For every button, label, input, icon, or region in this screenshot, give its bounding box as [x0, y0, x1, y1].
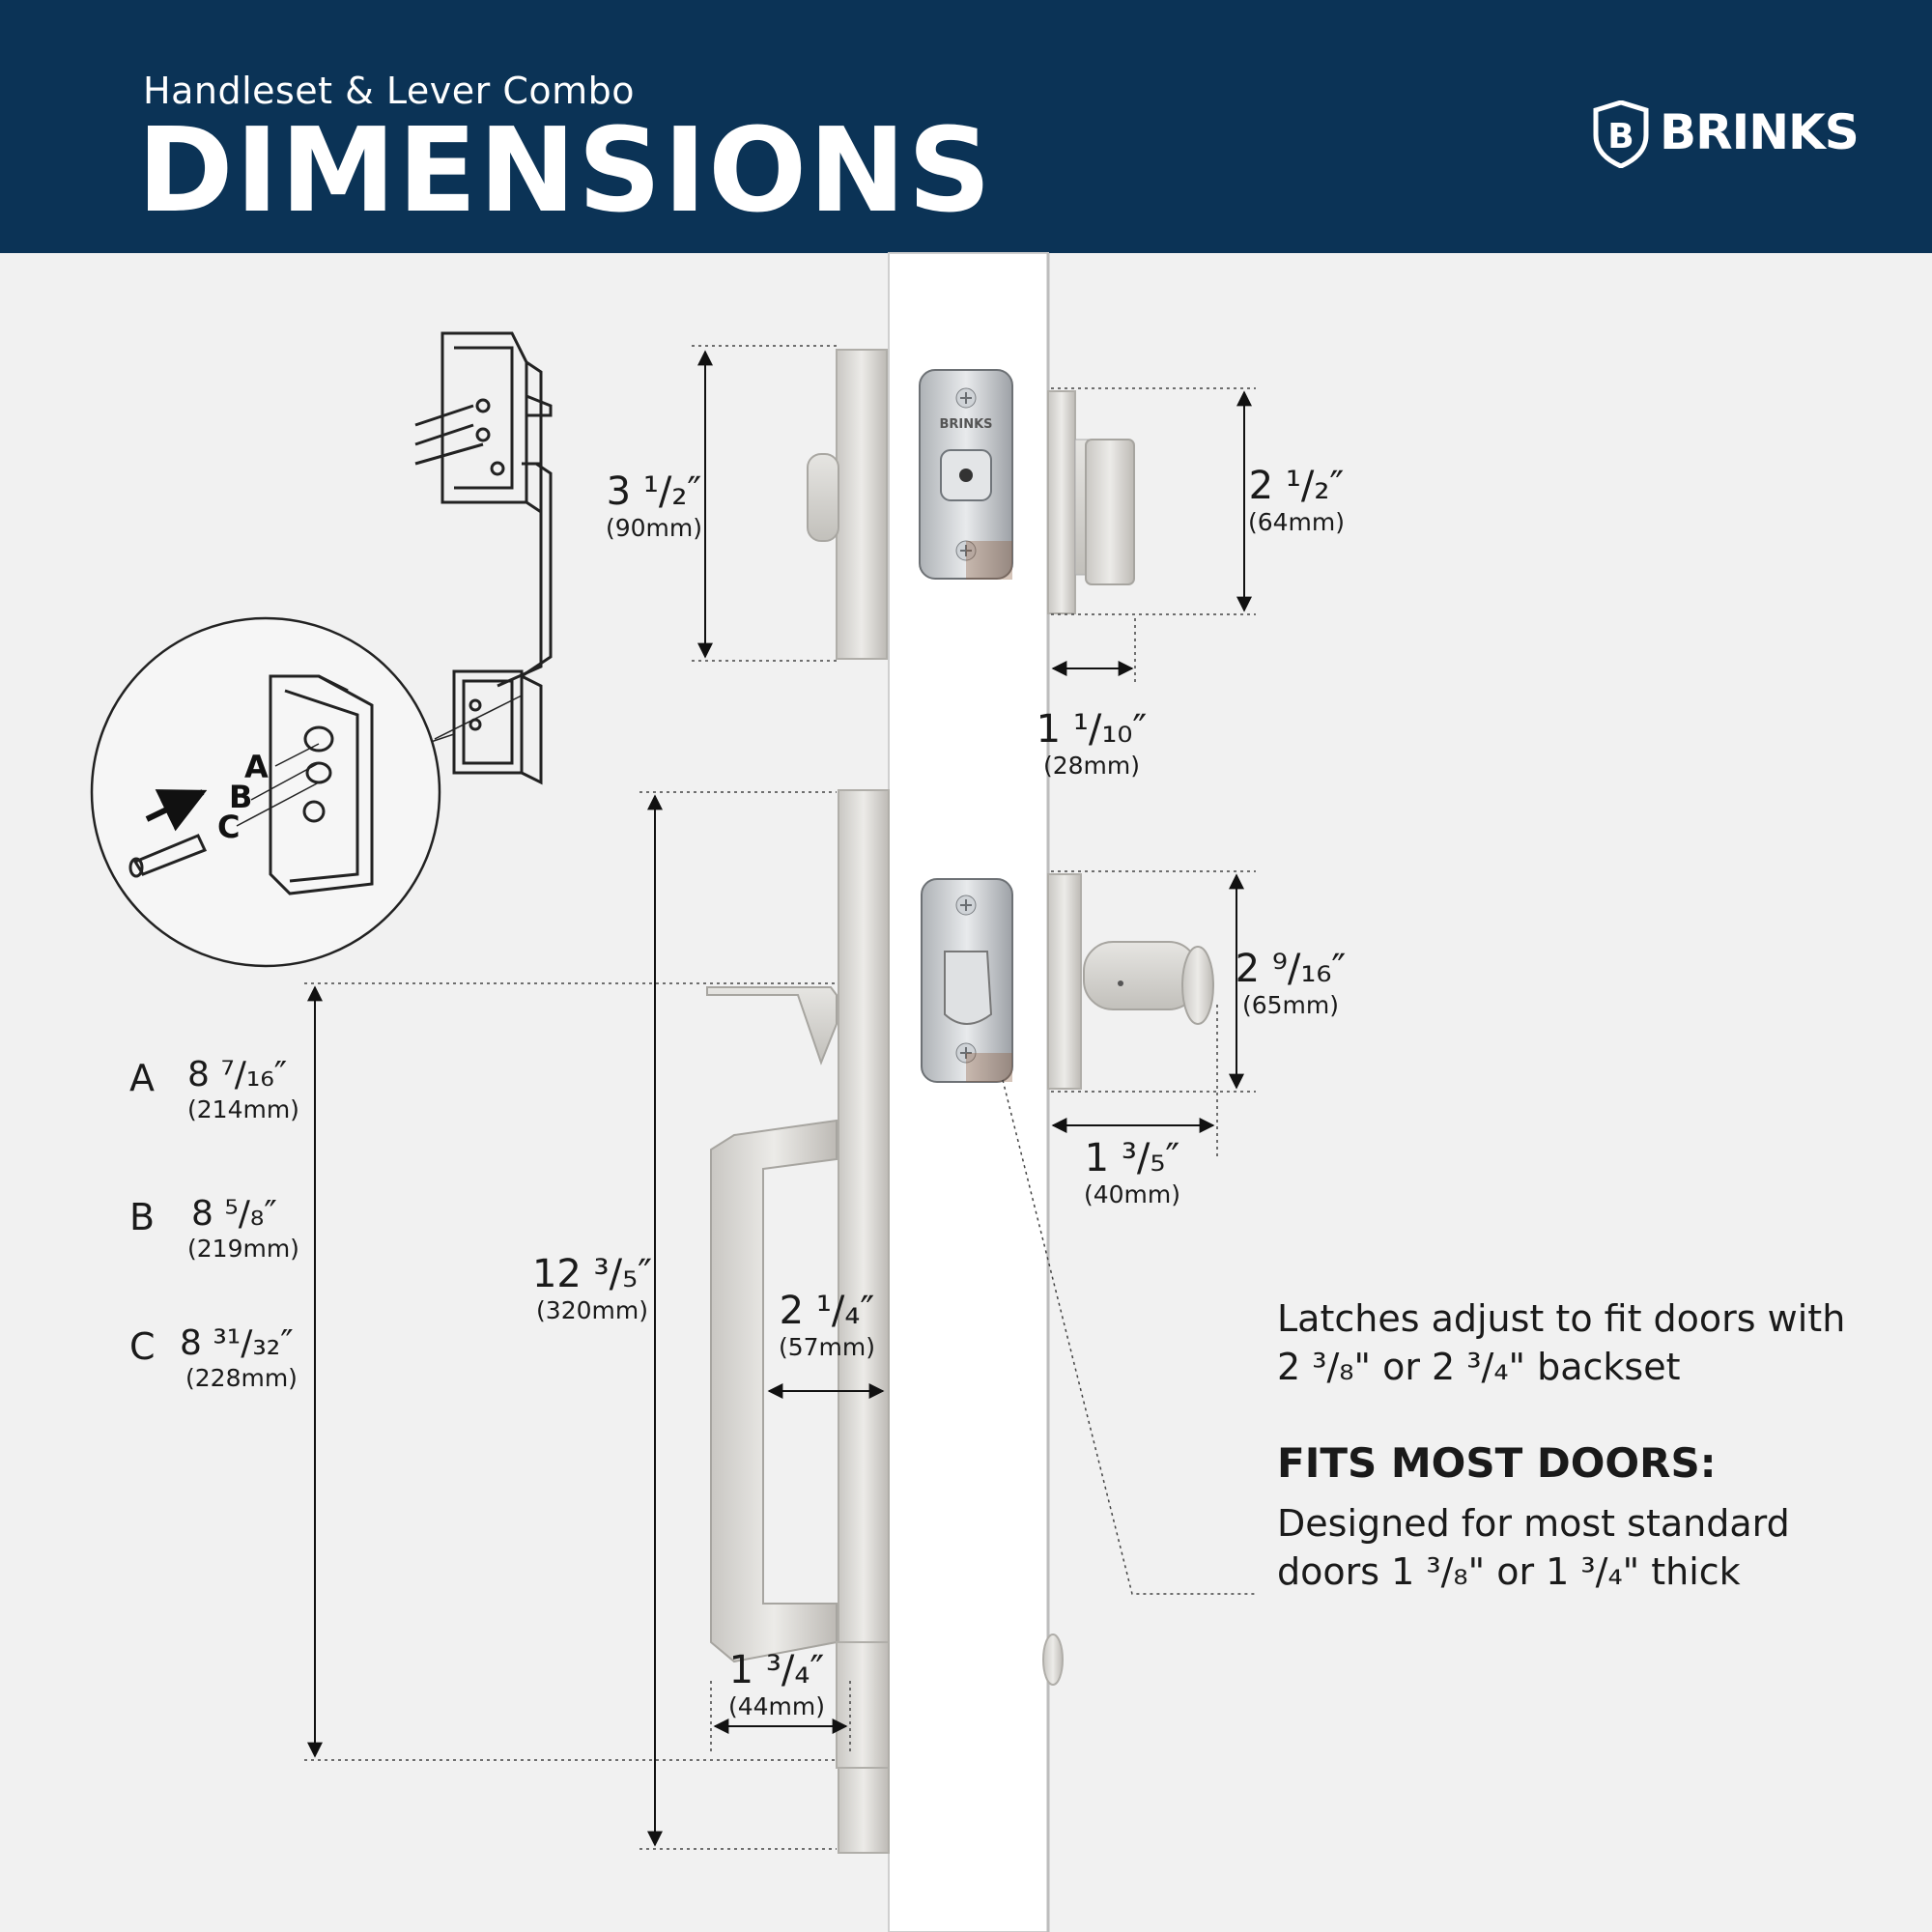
brinks-shield-icon: B: [1593, 99, 1649, 169]
legend-letter-b: B: [129, 1196, 156, 1238]
handleset-height-label: 12 ³/₅″ (320mm): [529, 1252, 655, 1324]
legend-mm-c: (228mm): [185, 1364, 298, 1392]
deadbolt-height-value: 3 ¹/₂″: [606, 469, 702, 514]
header-banner: Handleset & Lever Combo DIMENSIONS B BRI…: [0, 0, 1932, 253]
thumbturn-projection-mm: (28mm): [1042, 752, 1141, 780]
dimension-lines: [304, 345, 1258, 1850]
latch-backset-note: Latches adjust to fit doors with 2 ³/₈" …: [1277, 1297, 1846, 1388]
brinks-logo: B BRINKS: [1590, 99, 1860, 169]
inside-knob-height-value: 2 ⁹/₁₆″: [1235, 947, 1347, 991]
thumbturn-projection-label: 1 ¹/₁₀″ (28mm): [1034, 707, 1150, 780]
knob-projection-value: 1 ³/₅″: [1084, 1136, 1180, 1180]
door-bottom-stop: [1042, 1634, 1064, 1686]
interior-knob: [1047, 873, 1214, 1090]
deadbolt-height-label: 3 ¹/₂″ (90mm): [591, 469, 717, 542]
legend-letter-a: A: [129, 1057, 155, 1099]
legend-value-b: 8 ⁵/₈″: [191, 1194, 277, 1234]
thumbturn-projection-value: 1 ¹/₁₀″: [1036, 707, 1148, 752]
interior-thumbturn: [1047, 390, 1135, 614]
fits-most-doors-heading: FITS MOST DOORS:: [1277, 1439, 1717, 1487]
handleset-height-mm: (320mm): [536, 1296, 648, 1324]
handleset-height-value: 12 ³/₅″: [531, 1252, 653, 1296]
dimension-arrows: [307, 350, 1252, 1847]
brinks-shield-letter: B: [1607, 117, 1634, 156]
faceplate-brand-label: BRINKS: [939, 417, 992, 432]
grip-clearance-label: 2 ¹/₄″ (57mm): [773, 1289, 881, 1361]
deadbolt-height-mm: (90mm): [605, 514, 703, 542]
grip-clearance-value: 2 ¹/₄″: [779, 1289, 875, 1333]
inside-knob-height-label: 2 ⁹/₁₆″ (65mm): [1233, 947, 1349, 1019]
inside-deadbolt-height-value: 2 ¹/₂″: [1248, 464, 1345, 508]
legend-value-c: 8 ³¹/₃₂″: [180, 1323, 294, 1363]
exterior-handleset: [706, 789, 890, 1854]
legend-value-a: 8 ⁷/₁₆″: [187, 1055, 288, 1094]
inside-knob-height-mm: (65mm): [1241, 991, 1340, 1019]
fits-most-doors-body: Designed for most standard doors 1 ³/₈" …: [1277, 1502, 1790, 1593]
brinks-logo-text: BRINKS: [1660, 104, 1860, 160]
inside-deadbolt-height-mm: (64mm): [1247, 508, 1346, 536]
callout-letter-b: B: [229, 779, 252, 815]
deadbolt-faceplate: BRINKS: [919, 369, 1013, 580]
legend-letter-c: C: [129, 1325, 156, 1368]
grip-clearance-mm: (57mm): [778, 1333, 876, 1361]
handle-depth-value: 1 ³/₄″: [728, 1648, 825, 1692]
exterior-deadbolt: [807, 349, 888, 660]
knob-projection-label: 1 ³/₅″ (40mm): [1074, 1136, 1190, 1208]
inside-deadbolt-height-label: 2 ¹/₂″ (64mm): [1238, 464, 1354, 536]
callout-letter-a: A: [244, 749, 269, 785]
header-subtitle: Handleset & Lever Combo: [143, 70, 635, 112]
callout-letter-c: C: [217, 809, 240, 845]
handle-depth-mm: (44mm): [727, 1692, 826, 1720]
header-title: DIMENSIONS: [137, 104, 994, 239]
handle-depth-label: 1 ³/₄″ (44mm): [723, 1648, 831, 1720]
installation-sketch: [414, 331, 553, 785]
knob-projection-mm: (40mm): [1083, 1180, 1181, 1208]
zoom-detail-circle: A B C: [90, 616, 523, 968]
latch-faceplate: [921, 878, 1013, 1083]
legend-mm-b: (219mm): [187, 1235, 299, 1263]
legend-mm-a: (214mm): [187, 1095, 299, 1123]
